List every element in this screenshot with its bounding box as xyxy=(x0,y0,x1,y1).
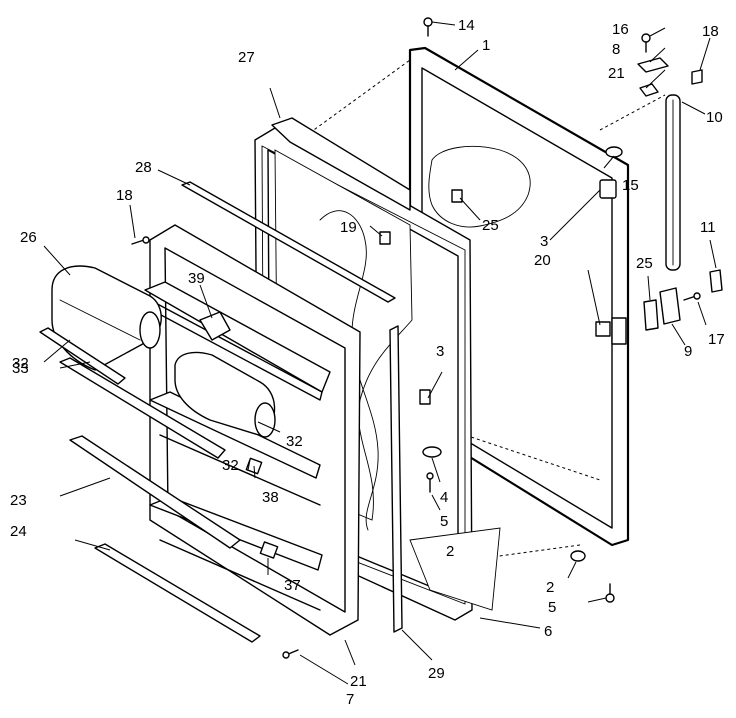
callout-14: 18 xyxy=(116,187,133,204)
hinge-block-11 xyxy=(659,287,681,325)
callout-32-overlay: 32 xyxy=(222,457,239,474)
washer-2 xyxy=(570,550,586,562)
callout-18-overlay: 18 xyxy=(702,23,719,40)
clip-15-left xyxy=(379,231,391,245)
callout-9: 7 xyxy=(346,691,354,708)
callout-27: 27 xyxy=(238,49,255,66)
callout-17-overlay: 17 xyxy=(708,331,725,348)
callout-10: 8 xyxy=(612,41,620,58)
callout-19: 21 xyxy=(350,673,367,690)
callout-20: 23 xyxy=(10,492,27,509)
callout-32-top: 32 xyxy=(12,355,29,372)
butter-compartment-door xyxy=(174,351,276,438)
bracket-25 xyxy=(643,299,659,331)
shelf-rail-20 xyxy=(69,435,241,549)
callout-labels: 14 1 27 28 18 26 39 19 25 3 15 20 32 33 … xyxy=(10,17,723,708)
callout-3-top: 3 xyxy=(540,233,548,250)
hinge-bracket xyxy=(199,311,231,341)
callout-4: 4 xyxy=(440,489,448,506)
top-trim-strip xyxy=(181,181,396,303)
screw-14 xyxy=(131,236,150,245)
breaker-strip xyxy=(389,325,403,633)
callout-28: 28 xyxy=(135,159,152,176)
callout-1: 1 xyxy=(482,37,490,54)
callout-11: 9 xyxy=(684,343,692,360)
shelf-rail-23 xyxy=(94,543,261,643)
callout-37: 37 xyxy=(284,577,301,594)
shelf-trim-36 xyxy=(59,357,226,459)
callout-33: 32 xyxy=(286,433,303,450)
callout-13: 11 xyxy=(700,219,716,236)
callout-2-right: 2 xyxy=(546,579,554,596)
callout-3-lower: 3 xyxy=(436,343,444,360)
clip-37 xyxy=(259,541,279,559)
callout-16: 16 xyxy=(612,21,629,38)
callout-25-overlay: 25 xyxy=(636,255,653,272)
callout-7: 15 xyxy=(622,177,639,194)
dairy-compartment-door xyxy=(51,265,162,371)
callout-6: 14 xyxy=(458,17,475,34)
screw-5-mid xyxy=(426,472,434,493)
callout-15-right: 20 xyxy=(534,252,551,269)
callout-8: 6 xyxy=(544,623,552,640)
washer-4 xyxy=(422,446,442,458)
callout-23: 24 xyxy=(10,523,27,540)
hinge-pin-16 xyxy=(641,33,651,53)
callout-5-right: 5 xyxy=(548,599,556,616)
callout-36-visible: 33 xyxy=(12,360,29,377)
screw-9 xyxy=(282,649,299,659)
callout-2-mid: 2 xyxy=(446,543,454,560)
hinge-shim-21 xyxy=(639,83,659,97)
bracket-3-lower xyxy=(419,389,431,405)
shelf-trim-32 xyxy=(39,327,126,385)
callout-26: 26 xyxy=(20,229,37,246)
callout-12: 10 xyxy=(706,109,723,126)
spacer-13 xyxy=(709,269,723,293)
callout-38: 38 xyxy=(262,489,279,506)
callout-15-left: 19 xyxy=(340,219,357,236)
callout-5-mid: 5 xyxy=(440,513,448,530)
hinge-cap-18 xyxy=(691,69,703,85)
screw-17 xyxy=(683,292,701,301)
screw-5-lower xyxy=(605,583,615,603)
callout-24: 25 xyxy=(482,217,499,234)
callout-39: 39 xyxy=(188,270,205,287)
callout-21-overlay: 21 xyxy=(608,65,625,82)
callout-29: 29 xyxy=(428,665,445,682)
hinge-rod-12 xyxy=(665,94,681,271)
leader-lines xyxy=(43,21,717,685)
